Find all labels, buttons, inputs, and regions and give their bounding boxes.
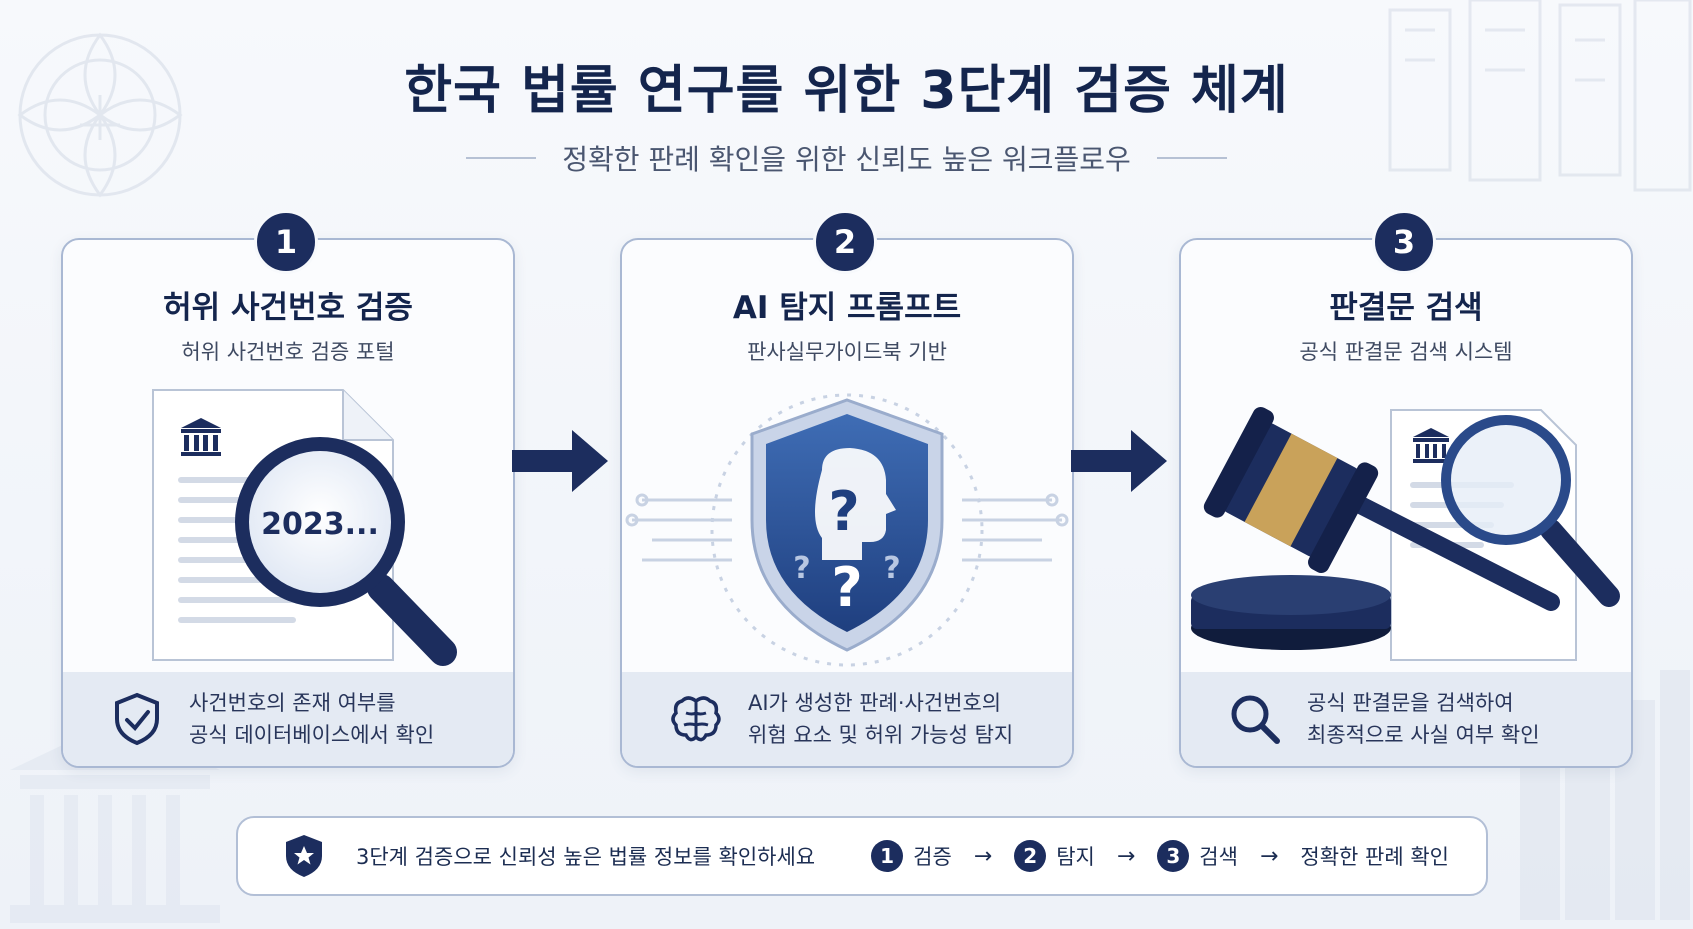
svg-text:?: ? <box>883 551 900 586</box>
step-2-subtitle: 판사실무가이드북 기반 <box>747 340 947 364</box>
svg-text:?: ? <box>831 556 862 619</box>
shield-check-icon <box>115 692 159 746</box>
step-2-footer-line-1: AI가 생성한 판례·사건번호의 <box>748 691 1002 715</box>
step-3-card: 판결문 검색 공식 판결문 검색 시스템 <box>1179 238 1633 768</box>
step-3-footer: 공식 판결문을 검색하여 최종적으로 사실 여부 확인 <box>1181 672 1631 766</box>
flow-step-2-label: 탐지 <box>1056 845 1095 869</box>
shield-star-icon <box>286 835 322 877</box>
summary-message: 3단계 검증으로 신뢰성 높은 법률 정보를 확인하세요 <box>356 845 816 869</box>
step-3-footer-line-2: 최종적으로 사실 여부 확인 <box>1307 723 1540 747</box>
flow-arrow-icon: → <box>1259 843 1279 869</box>
step-1-footer-line-1: 사건번호의 존재 여부를 <box>189 691 396 715</box>
step-2-footer: AI가 생성한 판례·사건번호의 위험 요소 및 허위 가능성 탐지 <box>622 672 1072 766</box>
brain-icon <box>671 696 721 742</box>
step-3-subtitle: 공식 판결문 검색 시스템 <box>1299 340 1513 364</box>
flow-arrow-icon: → <box>973 843 993 869</box>
page-title: 한국 법률 연구를 위한 3단계 검증 체계 <box>404 61 1289 121</box>
step-1-subtitle: 허위 사건번호 검증 포털 <box>181 340 395 364</box>
emblem-watermark-icon <box>17 32 183 198</box>
flow-step-3-label: 검색 <box>1199 845 1238 869</box>
search-icon <box>1231 695 1280 744</box>
step-3-badge: 3 <box>1372 210 1436 274</box>
flow-step-1: 1 검증 <box>871 840 952 872</box>
arrow-right-icon <box>512 430 608 492</box>
flow-step-1-number: 1 <box>871 840 904 872</box>
shield-question-head-icon: ? ? ? ? <box>622 370 1072 670</box>
document-magnifier-icon: 2023... <box>63 370 513 670</box>
svg-text:?: ? <box>828 480 859 543</box>
step-3-title: 판결문 검색 <box>1329 290 1483 326</box>
flow-step-2-number: 2 <box>1014 840 1047 872</box>
subtitle-divider-right <box>1156 157 1227 159</box>
step-1-card: 허위 사건번호 검증 허위 사건번호 검증 포털 <box>61 238 515 768</box>
flow-final-label: 정확한 판례 확인 <box>1300 845 1449 869</box>
page-subtitle: 정확한 판례 확인을 위한 신뢰도 높은 워크플로우 <box>562 143 1131 176</box>
gavel-magnifier-icon <box>1181 370 1631 670</box>
flow-arrow-icon: → <box>1116 843 1136 869</box>
flow-step-3: 3 검색 <box>1157 840 1238 872</box>
step-1-badge: 1 <box>254 210 318 274</box>
step-1-footer-line-2: 공식 데이터베이스에서 확인 <box>189 723 435 747</box>
step-2-title: AI 탐지 프롬프트 <box>732 290 962 326</box>
step-2-footer-line-2: 위험 요소 및 허위 가능성 탐지 <box>748 723 1014 747</box>
subtitle-row: 정확한 판례 확인을 위한 신뢰도 높은 워크플로우 <box>0 138 1693 178</box>
scroll-watermark-icon <box>1388 0 1692 192</box>
arrow-right-icon <box>1071 430 1167 492</box>
step-3-footer-line-1: 공식 판결문을 검색하여 <box>1307 691 1514 715</box>
svg-text:?: ? <box>793 551 810 586</box>
flow-step-2: 2 탐지 <box>1014 840 1095 872</box>
case-number-snippet: 2023... <box>261 507 379 542</box>
subtitle-divider-left <box>466 157 537 159</box>
flow-step-1-label: 검증 <box>913 845 952 869</box>
step-1-title: 허위 사건번호 검증 <box>163 290 413 326</box>
flow-step-3-number: 3 <box>1157 840 1190 872</box>
summary-bar: 3단계 검증으로 신뢰성 높은 법률 정보를 확인하세요 1 검증 → 2 탐지… <box>236 816 1488 896</box>
step-2-card: AI 탐지 프롬프트 판사실무가이드북 기반 ? ? ? <box>620 238 1074 768</box>
step-1-footer: 사건번호의 존재 여부를 공식 데이터베이스에서 확인 <box>63 672 513 766</box>
step-2-badge: 2 <box>813 210 877 274</box>
